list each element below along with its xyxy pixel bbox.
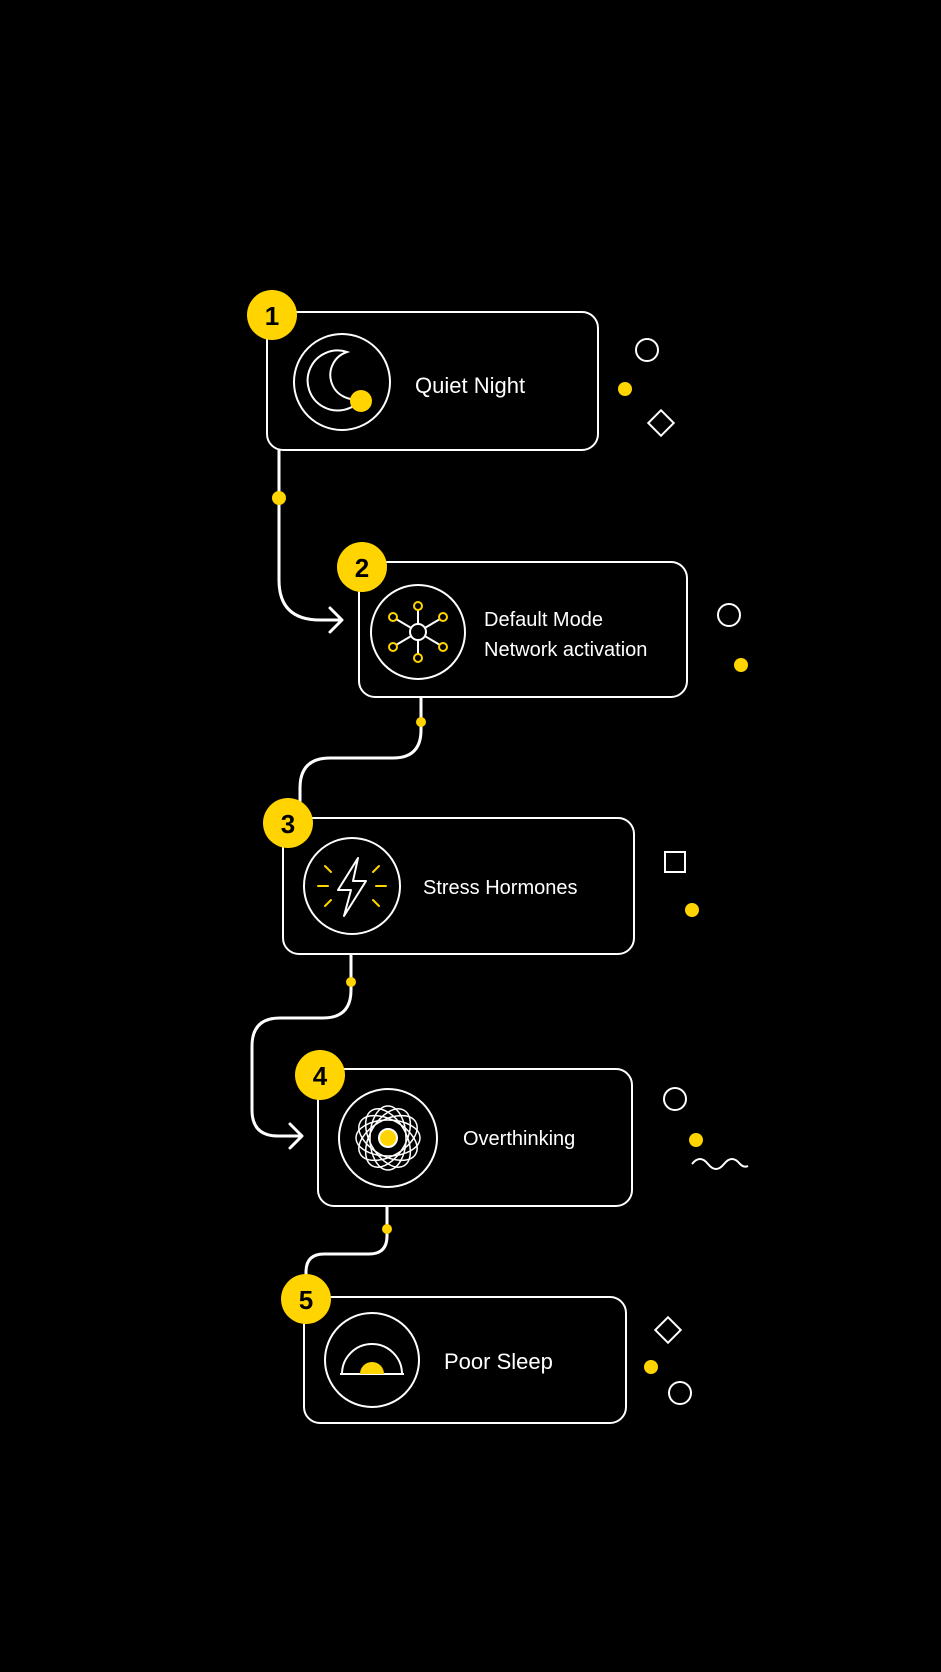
card-frame	[303, 1296, 627, 1424]
decor-dot	[685, 903, 699, 917]
icon-ring	[293, 333, 391, 431]
connector-dots	[272, 491, 426, 1234]
step-label-line-2: Network activation	[484, 639, 647, 661]
decor-circle-outline	[668, 1381, 692, 1405]
card-frame	[358, 561, 688, 698]
step-label: Stress Hormones	[423, 877, 578, 899]
step-label: Overthinking	[463, 1128, 575, 1150]
connectors	[250, 448, 423, 1294]
step-number: 4	[313, 1061, 328, 1091]
connector-2-3	[298, 696, 423, 814]
icon-ring	[324, 1312, 420, 1408]
step-card-1: Quiet Night 1	[247, 290, 599, 451]
connector-dot	[346, 977, 356, 987]
step-label-line-1: Default Mode	[484, 609, 603, 631]
connector-1-2	[277, 448, 342, 622]
decor-dot	[644, 1360, 658, 1374]
decor-circle-outline	[663, 1087, 687, 1111]
decor-squiggle	[691, 1158, 749, 1170]
step-number: 2	[355, 553, 369, 583]
connector-dot	[272, 491, 286, 505]
card-frame	[317, 1068, 633, 1207]
decor-circle-outline	[717, 603, 741, 627]
network-icon	[388, 601, 448, 663]
step-number-badge: 2	[337, 542, 387, 592]
decor-circle-outline	[635, 338, 659, 362]
step-card-4: Overthinking 4	[295, 1050, 633, 1207]
step-number: 1	[265, 301, 279, 331]
tangled-thoughts-icon	[355, 1105, 421, 1171]
connector-3-4	[250, 953, 353, 1138]
decor-diamond	[646, 408, 676, 438]
decor-dot	[618, 382, 632, 396]
decor-dot	[734, 658, 748, 672]
moon-icon	[306, 349, 372, 412]
step-label: Poor Sleep	[444, 1349, 553, 1374]
half-sun-icon	[340, 1343, 404, 1375]
step-card-5: Poor Sleep 5	[281, 1274, 627, 1424]
decor-square	[664, 851, 686, 873]
connector-4-5	[304, 1205, 389, 1294]
step-number: 5	[299, 1285, 313, 1315]
decor-diamond	[653, 1315, 683, 1345]
arrowhead-3-4	[288, 1122, 304, 1150]
icon-ring	[338, 1088, 438, 1188]
icon-ring	[303, 837, 401, 935]
step-number-badge: 1	[247, 290, 297, 340]
step-card-2: Default Mode Network activation 2	[337, 542, 688, 698]
decor-dot	[689, 1133, 703, 1147]
step-card-3: Stress Hormones 3	[263, 798, 635, 955]
connector-dot	[416, 717, 426, 727]
icon-ring	[370, 584, 466, 680]
card-frame	[282, 817, 635, 955]
step-number-badge: 5	[281, 1274, 331, 1324]
step-number-badge: 3	[263, 798, 313, 848]
connector-dot	[382, 1224, 392, 1234]
step-label: Quiet Night	[415, 373, 525, 398]
decorations	[618, 338, 749, 1405]
step-number: 3	[281, 809, 295, 839]
step-number-badge: 4	[295, 1050, 345, 1100]
arrowhead-1-2	[328, 606, 344, 634]
lightning-icon	[317, 857, 387, 917]
card-frame	[266, 311, 599, 451]
